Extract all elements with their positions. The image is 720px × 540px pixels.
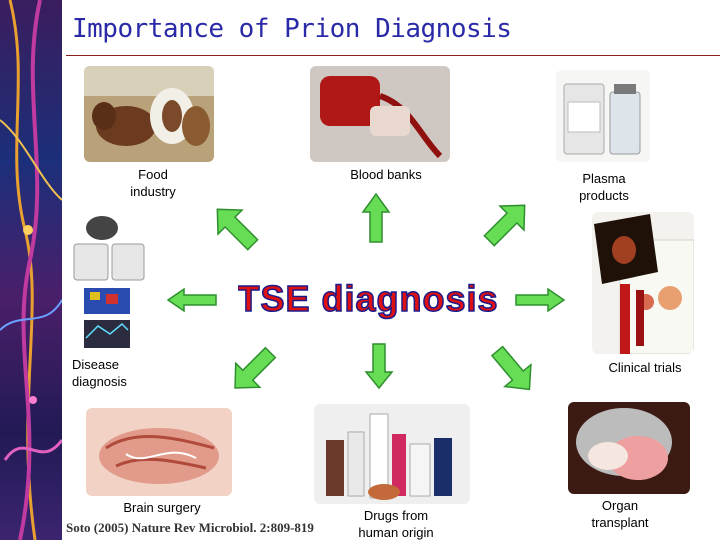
tse-diagnosis-title: TSE diagnosis [237, 277, 499, 322]
arrow-to-disease-diagnosis [166, 287, 217, 313]
arrow-to-blood-banks [361, 192, 391, 243]
cows-photo [84, 66, 214, 162]
tse-diagnosis-text: TSE diagnosis [238, 278, 498, 319]
diagnostic-equipment-photo [68, 208, 152, 356]
clinical-trials-photo [592, 212, 694, 354]
slide-title: Importance of Prion Diagnosis [72, 14, 512, 44]
disease-diagnosis-label: Disease diagnosis [72, 357, 127, 389]
organ-transplant-label: Organ transplant [591, 498, 649, 530]
brain-surgery-photo [86, 408, 232, 496]
arrow-to-brain-surgery [234, 346, 277, 389]
food-industry-label: Food industry [130, 167, 176, 199]
title-divider [66, 55, 720, 56]
blood-banks-label: Blood banks [350, 167, 422, 182]
citation: Soto (2005) Nature Rev Microbiol. 2:809-… [66, 520, 314, 535]
drugs-photo [314, 404, 470, 504]
arrow-to-clinical-trials [515, 287, 566, 313]
plasma-vials-photo [556, 70, 650, 162]
clinical-trials-label: Clinical trials [608, 360, 682, 375]
drugs-label: Drugs from human origin [358, 508, 434, 540]
brain-surgery-label: Brain surgery [123, 500, 201, 515]
arrow-to-drugs [364, 343, 394, 390]
plasma-products-label: Plasma products [579, 171, 629, 203]
neuron-side-strip [0, 0, 62, 540]
organ-transplant-photo [568, 402, 690, 494]
arrow-to-organ-transplant [490, 345, 532, 391]
blood-bag-photo [310, 66, 450, 162]
arrow-to-plasma-products [483, 204, 526, 247]
arrow-to-food-industry [216, 208, 259, 251]
